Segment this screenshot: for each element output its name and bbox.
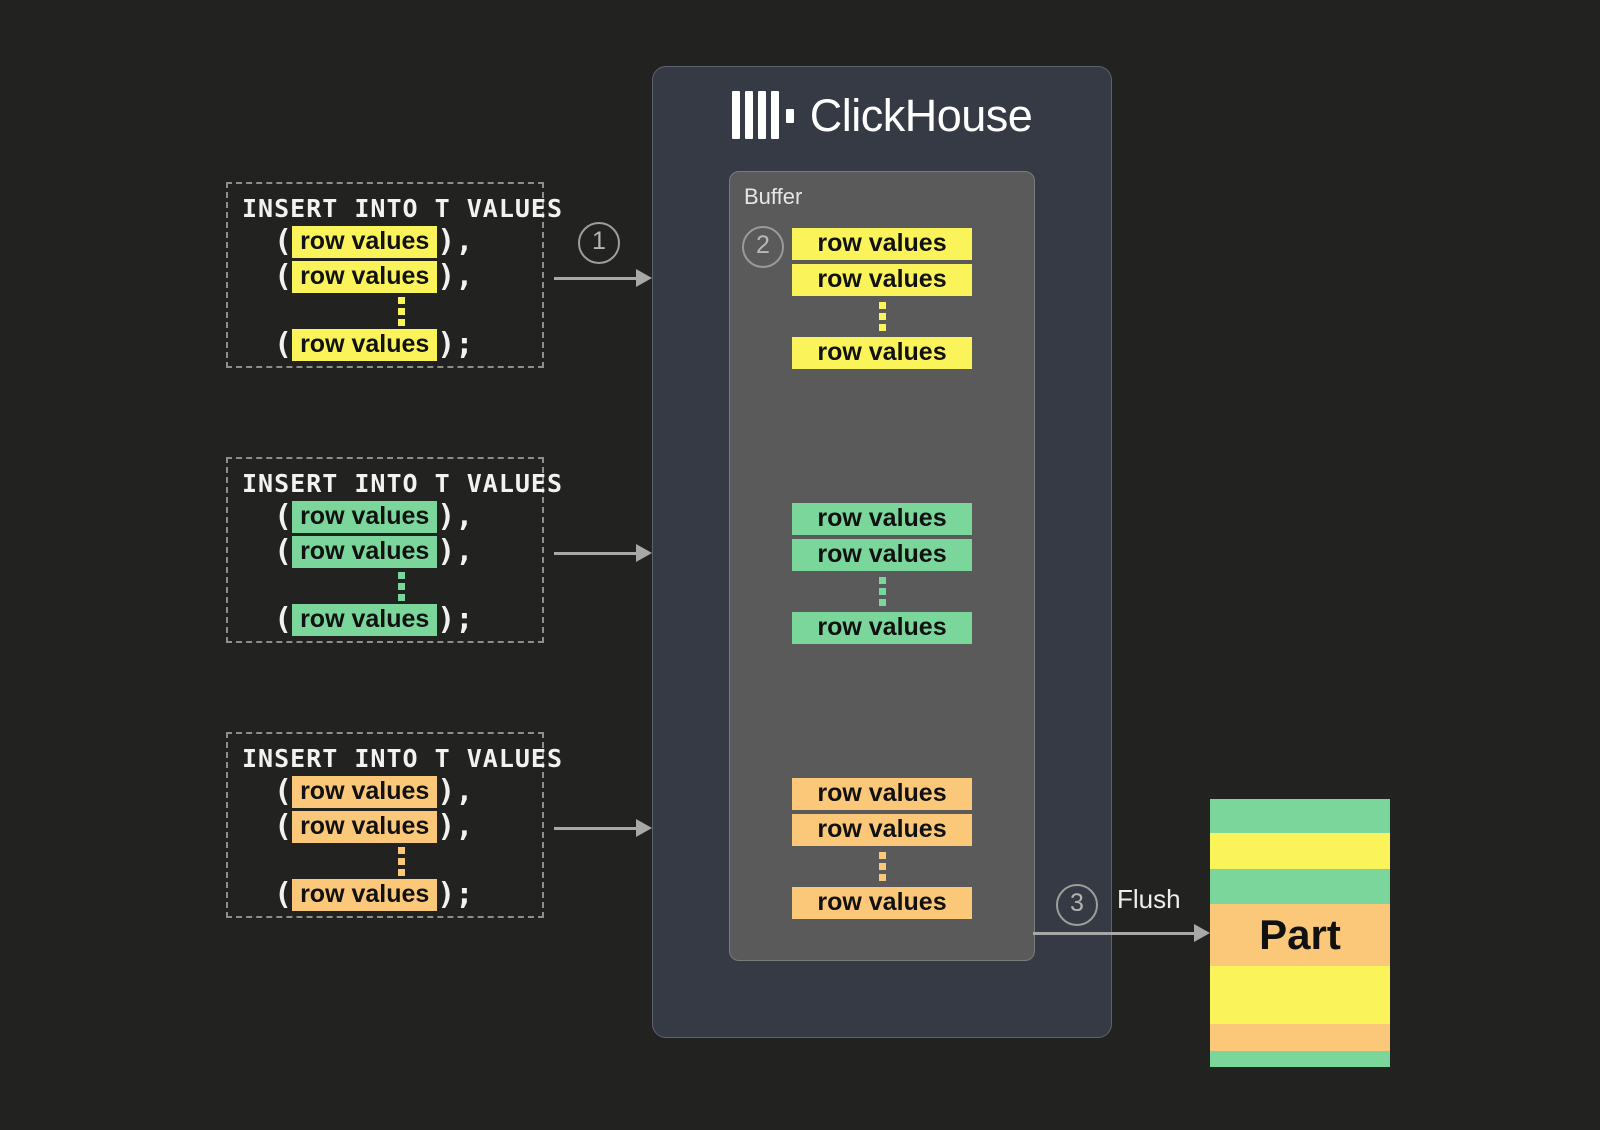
- close-paren: );: [437, 877, 474, 912]
- close-paren: );: [437, 327, 474, 362]
- row-values-chip: row values: [292, 536, 438, 568]
- buffer-group-1: row values row values row values: [730, 228, 1034, 369]
- arrow-flush-to-part: [1033, 924, 1210, 942]
- insert-row-3-1: ( row values ),: [242, 776, 528, 808]
- open-paren: (: [274, 774, 293, 809]
- step-number-2: 2: [742, 226, 784, 268]
- insert-row-2-1: ( row values ),: [242, 501, 528, 533]
- close-paren: ),: [437, 774, 474, 809]
- step-number-3: 3: [1056, 884, 1098, 926]
- buffer-row-chip: row values: [792, 264, 972, 296]
- row-values-chip: row values: [292, 501, 438, 533]
- open-paren: (: [274, 809, 293, 844]
- vertical-ellipsis-icon: [242, 572, 528, 601]
- buffer-row-chip: row values: [792, 814, 972, 846]
- row-values-chip: row values: [292, 811, 438, 843]
- flush-label: Flush: [1117, 884, 1181, 914]
- open-paren: (: [274, 534, 293, 569]
- clickhouse-brand: ClickHouse: [653, 91, 1111, 139]
- close-paren: ),: [437, 224, 474, 259]
- buffer-panel: Buffer row values row values row values …: [729, 171, 1035, 961]
- close-paren: ),: [437, 259, 474, 294]
- insert-row-2-3: ( row values );: [242, 604, 528, 636]
- buffer-row-chip: row values: [792, 503, 972, 535]
- clickhouse-panel: ClickHouse Buffer row values row values …: [652, 66, 1112, 1038]
- clickhouse-title: ClickHouse: [809, 89, 1033, 141]
- buffer-row-chip: row values: [792, 228, 972, 260]
- row-values-chip: row values: [292, 879, 438, 911]
- part-stripe-green-3: [1210, 1051, 1390, 1067]
- row-values-chip: row values: [292, 776, 438, 808]
- vertical-ellipsis-icon: [878, 577, 886, 606]
- insert-row-1-1: ( row values ),: [242, 226, 528, 258]
- open-paren: (: [274, 327, 293, 362]
- part-stripe-orange-2: [1210, 1024, 1390, 1051]
- buffer-group-2: row values row values row values: [730, 503, 1034, 644]
- buffer-row-chip: row values: [792, 612, 972, 644]
- open-paren: (: [274, 877, 293, 912]
- row-values-chip: row values: [292, 604, 438, 636]
- part-stripe-orange-1: Part: [1210, 904, 1390, 966]
- vertical-ellipsis-icon: [242, 297, 528, 326]
- buffer-row-chip: row values: [792, 337, 972, 369]
- buffer-row-chip: row values: [792, 539, 972, 571]
- vertical-ellipsis-icon: [242, 847, 528, 876]
- insert-row-3-2: ( row values ),: [242, 811, 528, 843]
- arrow-insert-2-to-clickhouse: [554, 544, 652, 562]
- insert-statement-block-3: INSERT INTO T VALUES ( row values ), ( r…: [226, 732, 564, 918]
- row-values-chip: row values: [292, 261, 438, 293]
- part-stripe-yellow-1: [1210, 833, 1390, 869]
- buffer-label: Buffer: [744, 184, 803, 209]
- arrow-insert-3-to-clickhouse: [554, 819, 652, 837]
- insert-header-3: INSERT INTO T VALUES: [242, 744, 564, 773]
- part-stripe-green-1: [1210, 799, 1390, 833]
- part-stripe-yellow-2: [1210, 966, 1390, 1024]
- insert-row-2-2: ( row values ),: [242, 536, 528, 568]
- close-paren: ),: [437, 534, 474, 569]
- part-stripe-green-2: [1210, 869, 1390, 904]
- close-paren: ),: [437, 809, 474, 844]
- insert-header-1: INSERT INTO T VALUES: [242, 194, 564, 223]
- insert-row-1-2: ( row values ),: [242, 261, 528, 293]
- open-paren: (: [274, 259, 293, 294]
- close-paren: );: [437, 602, 474, 637]
- insert-statement-block-1: INSERT INTO T VALUES ( row values ), ( r…: [226, 182, 564, 368]
- open-paren: (: [274, 499, 293, 534]
- open-paren: (: [274, 602, 293, 637]
- part-block: Part: [1210, 799, 1390, 1067]
- insert-row-1-3: ( row values );: [242, 329, 528, 361]
- insert-row-3-3: ( row values );: [242, 879, 528, 911]
- buffer-group-3: row values row values row values: [730, 778, 1034, 919]
- part-label: Part: [1259, 911, 1341, 958]
- buffer-row-chip: row values: [792, 887, 972, 919]
- insert-statement-block-2: INSERT INTO T VALUES ( row values ), ( r…: [226, 457, 564, 643]
- step-number-1: 1: [578, 222, 620, 264]
- close-paren: ),: [437, 499, 474, 534]
- vertical-ellipsis-icon: [878, 302, 886, 331]
- row-values-chip: row values: [292, 226, 438, 258]
- vertical-ellipsis-icon: [878, 852, 886, 881]
- clickhouse-logo-icon: [731, 91, 794, 139]
- row-values-chip: row values: [292, 329, 438, 361]
- insert-header-2: INSERT INTO T VALUES: [242, 469, 564, 498]
- open-paren: (: [274, 224, 293, 259]
- buffer-row-chip: row values: [792, 778, 972, 810]
- arrow-insert-1-to-clickhouse: [554, 269, 652, 287]
